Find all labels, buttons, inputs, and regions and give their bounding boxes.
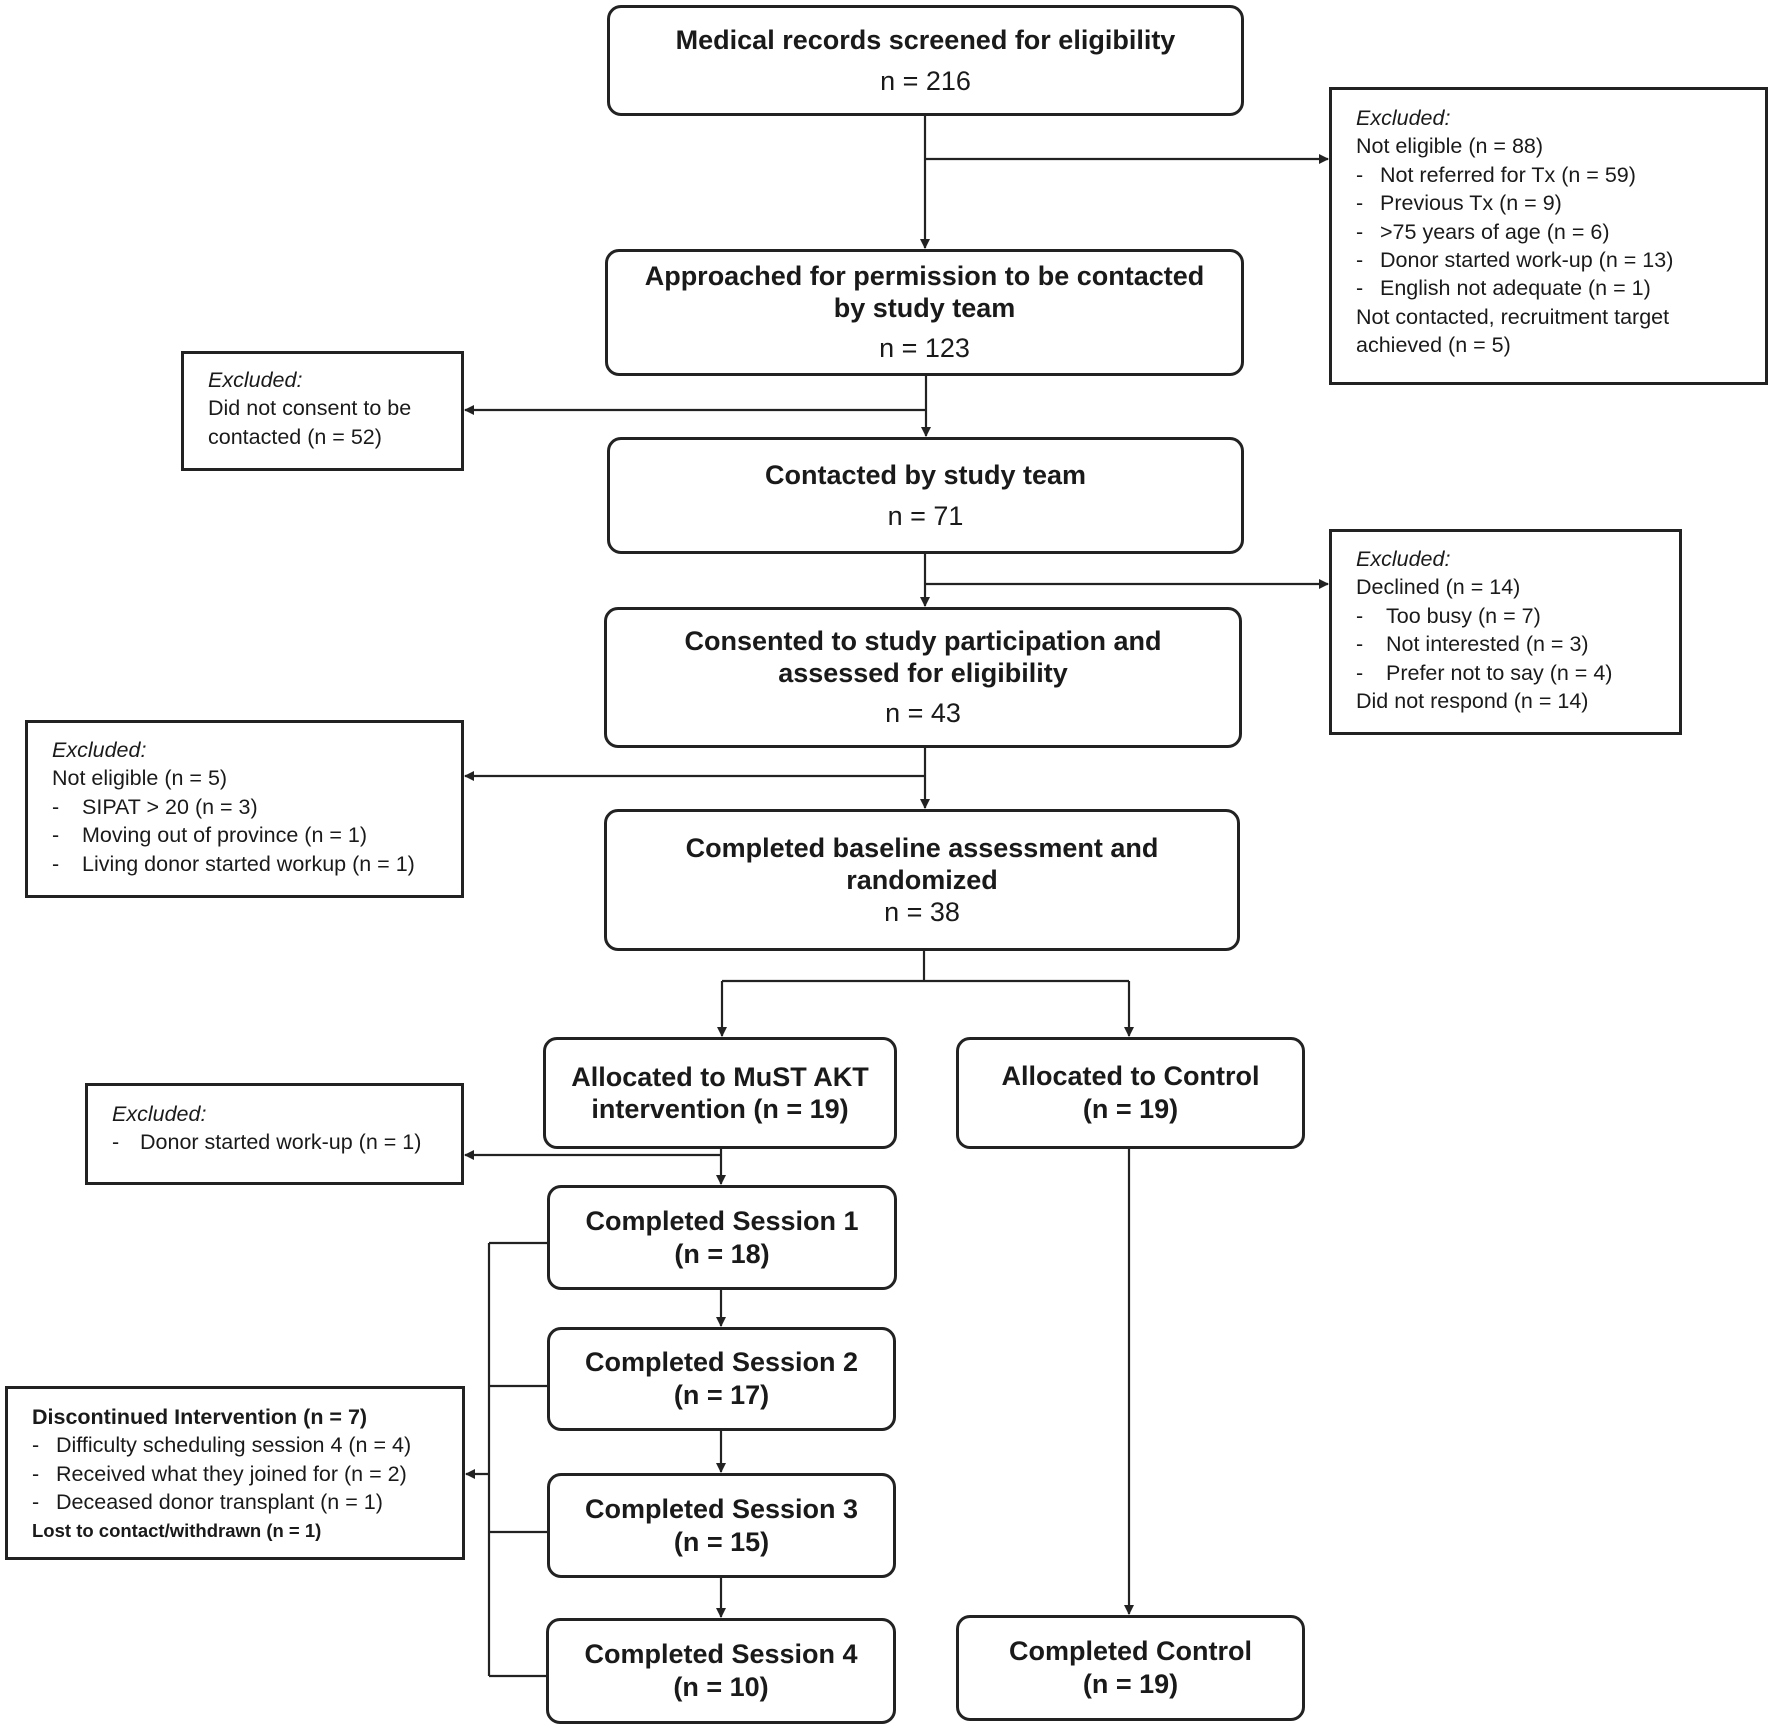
node-consented-count: n = 43 [885, 698, 961, 728]
node-alloc-must: Allocated to MuST AKT intervention (n = … [543, 1037, 897, 1149]
excluded-box-3-item: -Not interested (n = 3) [1356, 632, 1589, 657]
node-consented-title: Consented to study participation and ass… [684, 626, 1162, 688]
excluded-box-4-item: -Moving out of province (n = 1) [52, 823, 368, 848]
excluded-box-4-line: Not eligible (n = 5) [52, 766, 228, 791]
excluded-box-4-item: -SIPAT > 20 (n = 3) [52, 794, 258, 819]
discontinued-box-item: -Received what they joined for (n = 2) [32, 1461, 407, 1486]
excluded-box-5: Excluded: -Donor started work-up (n = 1) [85, 1083, 464, 1185]
node-completed-control-title: Completed Control [1009, 1636, 1252, 1666]
excluded-box-1-item: -Donor started work-up (n = 13) [1356, 248, 1674, 273]
node-completed-control: Completed Control (n = 19) [956, 1615, 1305, 1721]
node-session4-title: Completed Session 4 [584, 1639, 858, 1669]
node-contacted-title: Contacted by study team [764, 459, 1087, 490]
node-session3: Completed Session 3 (n = 15) [547, 1473, 896, 1578]
node-randomized-title: Completed baseline assessment and random… [685, 832, 1159, 895]
excluded-box-2: Excluded: Did not consent to be contacte… [181, 351, 464, 471]
excluded-box-3-line: Declined (n = 14) [1356, 575, 1521, 600]
excluded-box-1-line: Not eligible (n = 88) [1356, 134, 1544, 159]
node-session2-title: Completed Session 2 [584, 1347, 859, 1377]
excluded-box-2-line: contacted (n = 52) [208, 424, 382, 449]
node-alloc-control: Allocated to Control (n = 19) [956, 1037, 1305, 1149]
node-alloc-control-title: Allocated to Control [1001, 1061, 1260, 1091]
node-screened: Medical records screened for eligibility… [607, 5, 1244, 116]
node-session1: Completed Session 1 (n = 18) [547, 1185, 897, 1290]
excluded-box-3-header: Excluded: [1356, 547, 1451, 571]
node-consented: Consented to study participation and ass… [604, 607, 1242, 748]
excluded-box-5-item: -Donor started work-up (n = 1) [112, 1130, 422, 1155]
node-session2: Completed Session 2 (n = 17) [547, 1327, 896, 1431]
node-screened-title: Medical records screened for eligibility [675, 24, 1176, 55]
node-approached: Approached for permission to be contacte… [605, 249, 1244, 376]
node-session2-count: (n = 17) [673, 1380, 770, 1410]
excluded-box-3-item: -Prefer not to say (n = 4) [1356, 660, 1613, 685]
excluded-box-2-header: Excluded: [208, 368, 303, 392]
excluded-box-1-line: achieved (n = 5) [1356, 333, 1511, 358]
node-randomized-count: n = 38 [884, 896, 960, 927]
node-contacted: Contacted by study team n = 71 [607, 437, 1244, 554]
excluded-box-1-item: ->75 years of age (n = 6) [1356, 219, 1610, 244]
node-randomized: Completed baseline assessment and random… [604, 809, 1240, 951]
node-alloc-control-count: (n = 19) [1082, 1094, 1179, 1124]
node-session4: Completed Session 4 (n = 10) [546, 1618, 896, 1724]
node-session4-count: (n = 10) [673, 1672, 769, 1702]
excluded-box-1-item: -English not adequate (n = 1) [1356, 276, 1651, 301]
discontinued-box: Discontinued Intervention (n = 7) -Diffi… [5, 1386, 465, 1560]
excluded-box-2-line: Did not consent to be [208, 396, 412, 421]
node-screened-count: n = 216 [880, 65, 971, 96]
excluded-box-3-line: Did not respond (n = 14) [1356, 689, 1589, 714]
node-approached-title: Approached for permission to be contacte… [644, 261, 1205, 323]
excluded-box-3-item: -Too busy (n = 7) [1356, 603, 1541, 628]
excluded-box-1-item: -Previous Tx (n = 9) [1356, 191, 1562, 216]
node-session1-count: (n = 18) [674, 1238, 770, 1269]
node-completed-control-count: (n = 19) [1082, 1669, 1179, 1699]
excluded-box-3: Excluded: Declined (n = 14) -Too busy (n… [1329, 529, 1682, 735]
discontinued-box-header: Discontinued Intervention (n = 7) [32, 1405, 368, 1429]
node-contacted-count: n = 71 [887, 500, 964, 531]
excluded-box-4-item: -Living donor started workup (n = 1) [52, 851, 415, 876]
node-session1-title: Completed Session 1 [585, 1205, 859, 1236]
excluded-box-1: Excluded: Not eligible (n = 88) -Not ref… [1329, 87, 1768, 385]
excluded-box-4-header: Excluded: [52, 738, 147, 762]
discontinued-box-item: -Deceased donor transplant (n = 1) [32, 1490, 383, 1515]
node-approached-count: n = 123 [879, 333, 970, 363]
discontinued-box-footer: Lost to contact/withdrawn (n = 1) [32, 1519, 322, 1541]
excluded-box-4: Excluded: Not eligible (n = 5) -SIPAT > … [25, 720, 464, 898]
node-session3-title: Completed Session 3 [584, 1493, 859, 1524]
node-alloc-must-title: Allocated to MuST AKT intervention (n = … [571, 1062, 869, 1124]
excluded-box-1-header: Excluded: [1356, 106, 1451, 130]
excluded-box-1-item: -Not referred for Tx (n = 59) [1356, 162, 1636, 187]
discontinued-box-item: -Difficulty scheduling session 4 (n = 4) [32, 1433, 412, 1458]
node-session3-count: (n = 15) [673, 1526, 770, 1557]
excluded-box-5-header: Excluded: [112, 1102, 207, 1126]
excluded-box-1-line: Not contacted, recruitment target [1356, 304, 1670, 329]
